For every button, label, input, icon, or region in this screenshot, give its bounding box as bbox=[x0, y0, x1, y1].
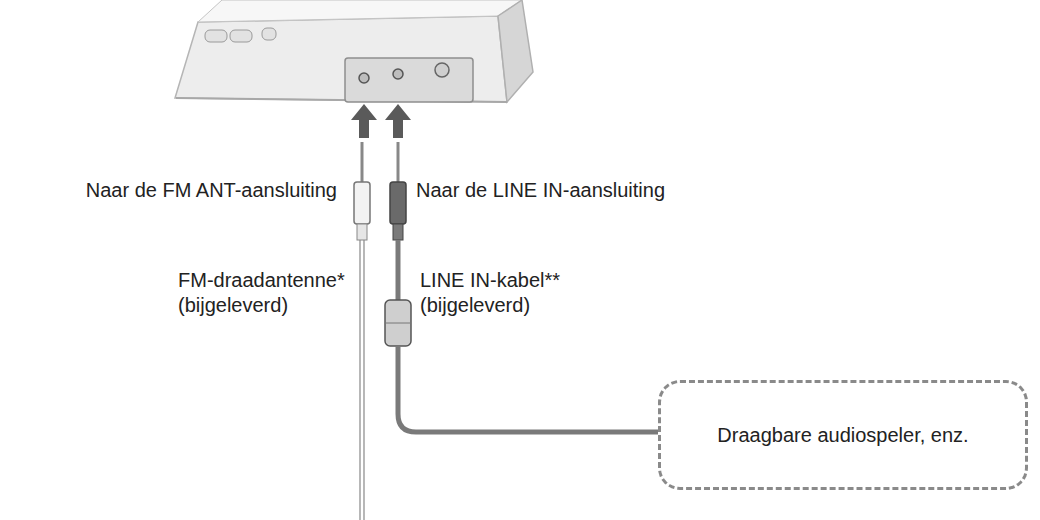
fm-ant-jack bbox=[359, 73, 369, 83]
line-in-jack bbox=[393, 69, 403, 79]
connection-label: Naar de LINE IN-aansluiting bbox=[416, 178, 665, 203]
speaker-button bbox=[230, 30, 252, 42]
insert-arrows bbox=[351, 104, 411, 138]
ferrite-seam bbox=[385, 323, 411, 324]
speaker-button bbox=[205, 30, 227, 42]
connection-label: Naar de FM ANT-aansluiting bbox=[86, 178, 337, 203]
line-in-cable bbox=[398, 346, 658, 432]
speaker-button bbox=[262, 28, 276, 40]
box-text: Draagbare audiospeler, enz. bbox=[703, 423, 982, 448]
line-in-plug-body bbox=[390, 182, 406, 224]
part-label: FM-draadantenne* (bijgeleverd) bbox=[178, 268, 368, 318]
fm-plug-body bbox=[354, 182, 370, 224]
line-in-plug-neck bbox=[393, 224, 403, 240]
line-in-cable bbox=[396, 240, 401, 300]
line-in-plug-tip bbox=[397, 142, 400, 182]
speaker-top-face bbox=[198, 0, 522, 22]
device-box: Draagbare audiospeler, enz. bbox=[658, 380, 1028, 490]
speaker-end-face bbox=[498, 0, 533, 102]
speaker-front-face bbox=[175, 16, 507, 102]
panel-button bbox=[435, 63, 449, 77]
jack-panel bbox=[345, 58, 473, 102]
fm-plug-tip bbox=[361, 142, 364, 182]
ferrite-core bbox=[385, 300, 411, 346]
part-label: LINE IN-kabel** (bijgeleverd) bbox=[420, 268, 605, 318]
fm-wire bbox=[359, 240, 360, 520]
fm-wire bbox=[363, 240, 364, 520]
fm-plug-neck bbox=[357, 224, 367, 240]
